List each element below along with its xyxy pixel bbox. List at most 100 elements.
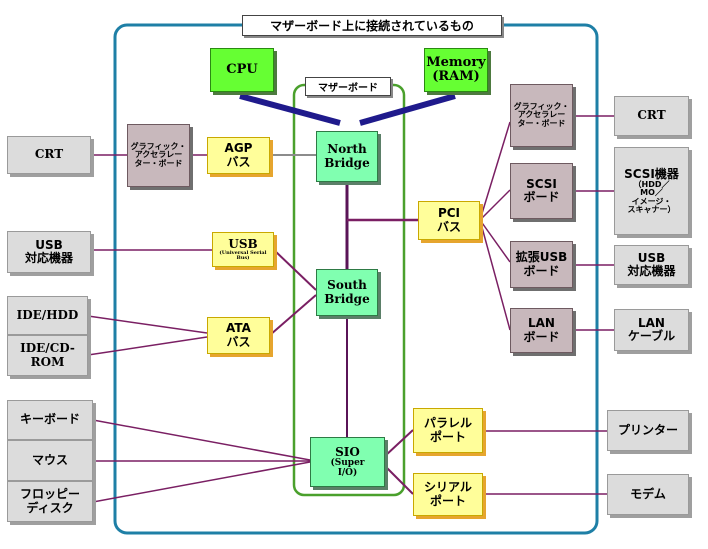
serial-label-1: シリアル	[424, 480, 472, 495]
graphics-board-right: グラフィック・ アクセラレー ター・ボード	[510, 84, 573, 147]
scsi-device-label-4: イメージ・	[631, 196, 672, 206]
agp-label-1: AGP	[224, 141, 253, 156]
scsi-device-label-2: （HDD／	[633, 179, 670, 189]
serial-port-box: シリアル ポート	[413, 473, 483, 516]
floppy-label-1: フロッピー	[19, 487, 80, 502]
lan-cable-label-2: ケーブル	[627, 329, 676, 343]
memory-label-2: (RAM)	[432, 69, 480, 84]
floppy-sio-link	[92, 461, 311, 503]
printer-label: プリンター	[617, 422, 678, 437]
memory-box: Memory (RAM)	[424, 48, 488, 92]
scsi-device-label-5: スキャナー）	[627, 204, 676, 214]
usb-bus-label: USB	[228, 236, 258, 251]
motherboard-label: マザーボード	[305, 77, 391, 96]
cpu-northbridge-link	[239, 93, 341, 126]
serial-label-2: ポート	[429, 493, 466, 508]
south-bridge-label-2: Bridge	[324, 291, 370, 306]
agp-label-2: バス	[226, 154, 251, 169]
usb-bus-sub: (Universal Serial Bus)	[219, 250, 267, 262]
mouse-label: マウス	[31, 452, 68, 467]
pci-label-2: バス	[436, 219, 461, 234]
lan-board-box: LAN ボード	[510, 308, 573, 353]
crt-right-label: CRT	[637, 108, 666, 123]
parallel-label-1: パラレル	[423, 416, 472, 431]
ata-bus-box: ATA バス	[207, 317, 270, 354]
ide-hdd-box: IDE/HDD	[7, 296, 88, 335]
pci-lan-link	[479, 219, 511, 331]
sio-box: SIO (Super I/O)	[310, 437, 385, 487]
sio-serial-link	[384, 465, 414, 495]
pci-scsi-link	[479, 189, 511, 221]
pci-label-1: PCI	[437, 206, 461, 221]
scsi-board-label-1: SCSI	[526, 176, 557, 191]
south-bridge-box: South Bridge	[316, 269, 378, 316]
scsi-board-label-2: ボード	[523, 190, 560, 204]
usb-device-left-label-2: 対応機器	[24, 251, 73, 265]
graphics-board-left: グラフィック・ アクセラレー ター・ボード	[127, 124, 190, 187]
floppy-label-2: ディスク	[26, 500, 74, 515]
floppy-box: フロッピー ディスク	[7, 481, 93, 522]
north-bridge-box: North Bridge	[316, 131, 378, 182]
keyboard-box: キーボード	[7, 400, 93, 440]
graphics-left-label-1: グラフィック・	[130, 141, 187, 151]
diagram-title: マザーボード上に接続されているもの	[242, 15, 502, 36]
lan-cable-box: LAN ケーブル	[614, 309, 689, 351]
cpu-box: CPU	[210, 48, 274, 92]
crt-left-box: CRT	[7, 136, 91, 174]
parallel-label-2: ポート	[429, 429, 466, 444]
sio-sub-2: I/O)	[337, 467, 358, 478]
north-bridge-label-1: North	[327, 142, 367, 157]
sio-label: SIO	[335, 444, 360, 459]
ide-cdrom-label: IDE/CD-ROM	[20, 341, 75, 369]
usb-bus-box: USB (Universal Serial Bus)	[212, 232, 274, 267]
graphics-right-label-2: アクセラレー	[517, 110, 566, 120]
usb-ext-board-box: 拡張USB ボード	[510, 241, 573, 288]
south-bridge-label-1: South	[327, 278, 367, 293]
mouse-box: マウス	[7, 440, 93, 481]
crt-left-label: CRT	[34, 147, 64, 162]
modem-box: モデム	[607, 474, 689, 515]
modem-label: モデム	[630, 486, 666, 501]
usb-device-right-label-1: USB	[637, 250, 666, 265]
ide-cdrom-box: IDE/CD-ROM	[7, 335, 88, 376]
pci-bus-box: PCI バス	[418, 201, 480, 240]
graphics-right-label-3: ター・ボード	[517, 118, 566, 128]
scsi-board-box: SCSI ボード	[510, 163, 573, 219]
idecd-ata-link	[87, 336, 208, 356]
ide-hdd-label: IDE/HDD	[16, 307, 79, 322]
graphics-left-label-3: ター・ボード	[134, 158, 183, 168]
usb-device-right-label-2: 対応機器	[627, 264, 676, 278]
crt-right-box: CRT	[614, 96, 689, 136]
pci-usbext-link	[479, 219, 511, 263]
ata-label-1: ATA	[226, 321, 251, 336]
sio-sub-1: (Super	[330, 457, 365, 468]
idehdd-ata-link	[87, 315, 208, 334]
graphics-right-label-1: グラフィック・	[513, 101, 570, 111]
graphics-left-label-2: アクセラレー	[134, 150, 183, 160]
keyboard-label: キーボード	[19, 412, 80, 427]
lan-board-label-2: ボード	[523, 329, 560, 344]
ata-southbridge-link	[269, 294, 317, 336]
usb-device-left-box: USB 対応機器	[7, 231, 91, 273]
usb-ext-label-2: ボード	[523, 263, 560, 278]
memory-northbridge-link	[359, 93, 456, 126]
ata-label-2: バス	[226, 334, 251, 349]
agp-bus-box: AGP バス	[207, 137, 270, 174]
north-bridge-label-2: Bridge	[324, 155, 370, 170]
parallel-port-box: パラレル ポート	[413, 408, 483, 453]
lan-cable-label-1: LAN	[638, 315, 665, 330]
cpu-label: CPU	[226, 61, 258, 77]
scsi-device-box: SCSI機器 （HDD／ MO／ イメージ・ スキャナー）	[614, 147, 689, 235]
usb-device-left-label-1: USB	[35, 237, 63, 252]
sio-parallel-link	[384, 429, 414, 457]
scsi-device-label-3: MO／	[640, 188, 663, 198]
lan-board-label-1: LAN	[528, 316, 555, 331]
keyboard-sio-link	[92, 419, 311, 461]
printer-box: プリンター	[607, 410, 689, 451]
pci-graphics-link	[479, 121, 511, 221]
usb-ext-label-1: 拡張USB	[515, 250, 568, 265]
memory-label-1: Memory	[426, 54, 486, 70]
usb-device-right-box: USB 対応機器	[614, 245, 689, 285]
usbbus-southbridge-link	[273, 249, 317, 291]
scsi-device-label-1: SCSI機器	[624, 166, 679, 181]
